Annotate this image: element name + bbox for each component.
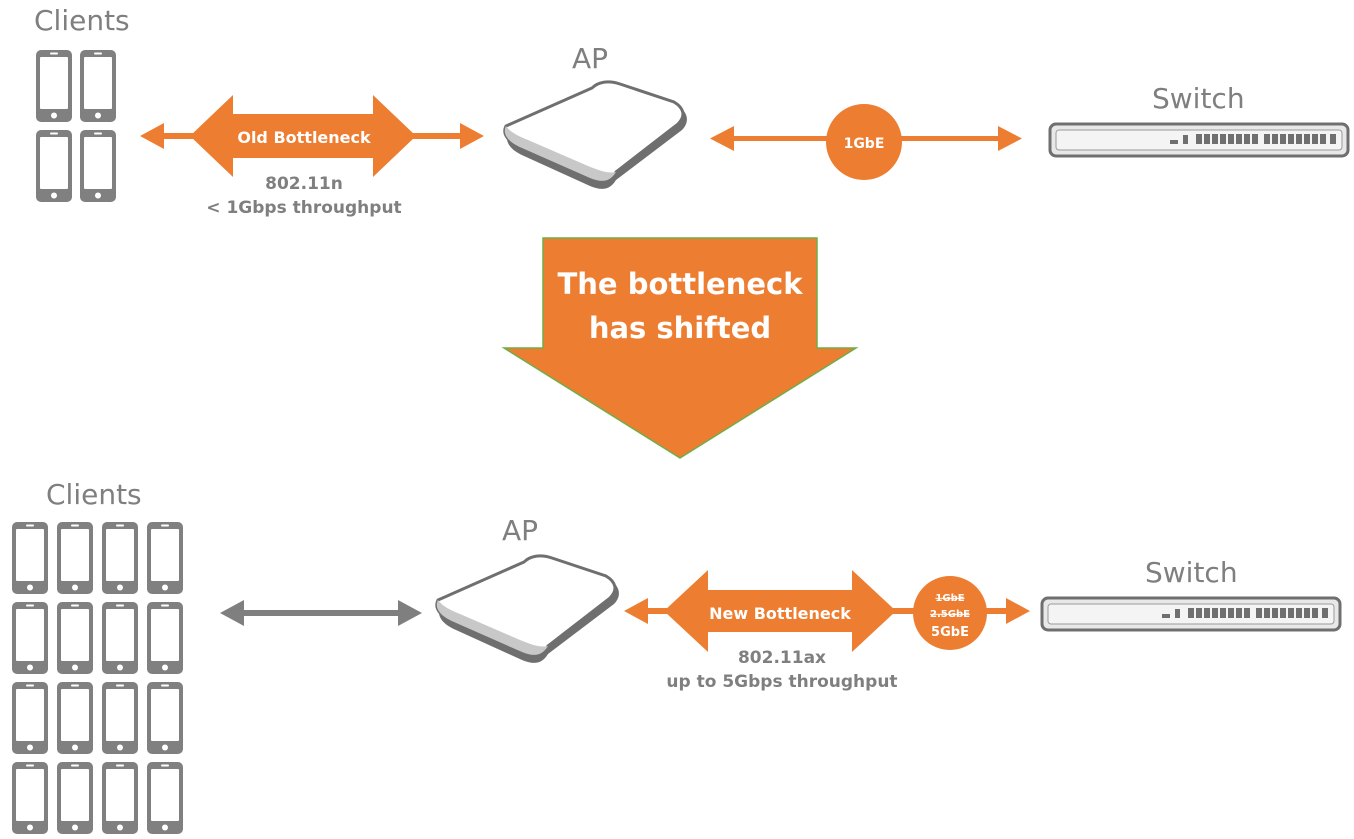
new-bottleneck-arrow — [664, 570, 896, 652]
phone-icon — [57, 602, 93, 674]
shift-line-2: has shifted — [589, 311, 771, 345]
phone-icon — [147, 682, 183, 754]
phone-icon — [147, 522, 183, 594]
phone-icon — [102, 602, 138, 674]
top-standard-label: 802.11n < 1Gbps throughput — [204, 172, 404, 220]
bottom-uplink-badge — [913, 576, 987, 650]
top-clients-label: Clients — [34, 4, 130, 37]
bottom-clients-group — [12, 522, 183, 834]
bottom-uplink-struck-1: 1GbE — [935, 593, 964, 604]
phone-icon — [36, 50, 72, 122]
phone-icon — [57, 762, 93, 834]
old-bottleneck-label: Old Bottleneck — [237, 128, 371, 147]
new-bottleneck-label: New Bottleneck — [709, 604, 851, 623]
top-switch-icon — [1048, 122, 1350, 158]
top-ap-label: AP — [572, 42, 609, 75]
phone-icon — [12, 602, 48, 674]
phone-icon — [80, 50, 116, 122]
bottom-switch-icon — [1040, 596, 1342, 632]
bottom-uplink-struck-2: 2.5GbE — [930, 609, 970, 620]
phone-icon — [12, 522, 48, 594]
top-uplink-label: 1GbE — [844, 136, 885, 152]
phone-icon — [12, 762, 48, 834]
bottom-throughput: up to 5Gbps throughput — [666, 672, 898, 692]
phone-icon — [147, 762, 183, 834]
bottom-standard: 802.11ax — [737, 648, 827, 668]
bottom-ap-icon — [435, 554, 621, 665]
phone-icon — [147, 602, 183, 674]
top-ap-icon — [503, 80, 689, 191]
phone-icon — [102, 762, 138, 834]
bottom-client-link-arrow — [220, 600, 422, 626]
phone-icon — [57, 682, 93, 754]
bottom-uplink-label: 5GbE — [931, 625, 969, 640]
phone-icon — [102, 682, 138, 754]
shift-line-1: The bottleneck — [558, 267, 804, 301]
shift-arrow — [501, 237, 859, 459]
phone-icon — [57, 522, 93, 594]
bottom-ap-label: AP — [502, 514, 539, 547]
bottom-clients-label: Clients — [46, 478, 142, 511]
top-switch-label: Switch — [1152, 82, 1245, 115]
phone-icon — [12, 682, 48, 754]
top-clients-group — [36, 50, 116, 202]
old-bottleneck-arrow — [190, 95, 416, 177]
phone-icon — [102, 522, 138, 594]
top-throughput: < 1Gbps throughput — [206, 198, 402, 218]
bottom-standard-label: 802.11ax up to 5Gbps throughput — [660, 646, 904, 694]
phone-icon — [80, 130, 116, 202]
bottom-switch-label: Switch — [1145, 556, 1238, 589]
phone-icon — [36, 130, 72, 202]
top-standard: 802.11n — [265, 174, 343, 194]
top-uplink-badge — [826, 104, 902, 180]
